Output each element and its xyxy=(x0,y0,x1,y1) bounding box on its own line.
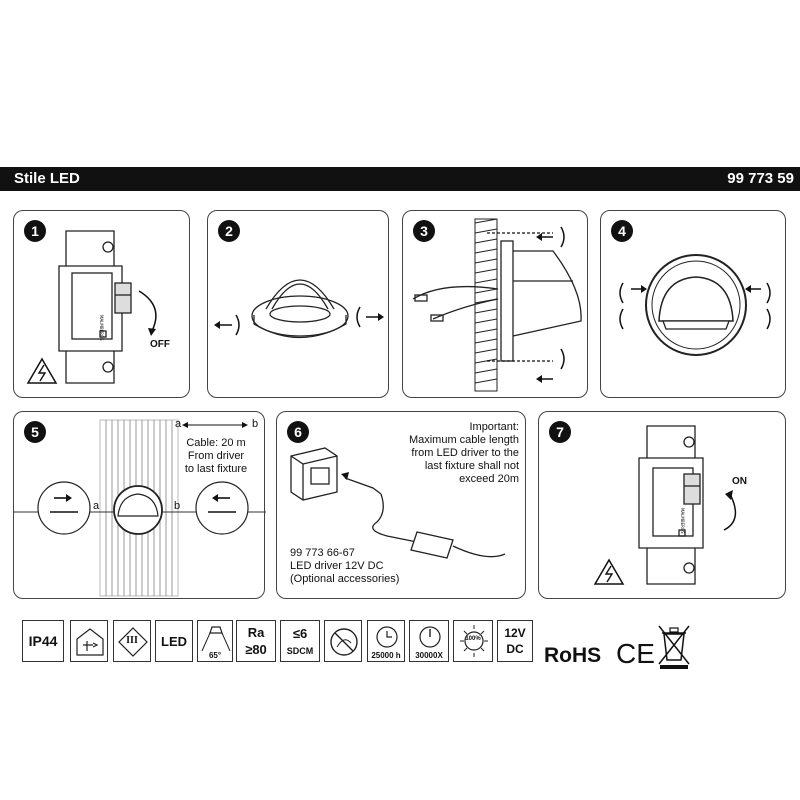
step-3-panel: 3 xyxy=(402,210,588,398)
beam-angle-icon xyxy=(201,626,231,652)
cable-length-note: Cable: 20 m From driver to last fixture xyxy=(180,437,252,476)
cable-note-line: Cable: 20 m xyxy=(186,437,246,449)
important-line: Important: xyxy=(469,421,519,433)
step-number: 6 xyxy=(287,421,309,443)
cable-note-line: From driver xyxy=(187,450,245,462)
step-number: 7 xyxy=(549,421,571,443)
lifetime-clock-icon xyxy=(376,626,398,648)
breaker-off-illustration: MALMBERGS xyxy=(26,230,157,384)
weee-bin-icon xyxy=(658,625,690,669)
color-rendering-badge: Ra ≥80 xyxy=(236,620,276,662)
switch-cycles-icon xyxy=(419,626,441,648)
step-5-panel: 5 a b a b Cable: 20 m From driver to las… xyxy=(13,411,266,599)
accessory-line: 99 773 66-67 xyxy=(290,547,355,559)
led-driver-illustration xyxy=(290,447,506,559)
lifetime-badge: 25000 h xyxy=(367,620,405,662)
beam-angle-badge: 65° xyxy=(197,620,233,662)
indoor-outdoor-badge xyxy=(70,620,108,662)
step-number: 4 xyxy=(611,220,633,242)
instant-light-icon xyxy=(460,625,488,657)
step-number: 1 xyxy=(24,220,46,242)
switch-cycles-badge: 30000X xyxy=(409,620,449,662)
step-1-panel: MALMBERGS 1 OFF xyxy=(13,210,190,398)
breaker-on-illustration: MALMBERGS xyxy=(593,425,737,585)
switch-off-label: OFF xyxy=(150,339,170,350)
step-number: 3 xyxy=(413,220,435,242)
important-note: Important: Maximum cable length from LED… xyxy=(369,421,519,486)
title-bar: Stile LED 99 773 59 xyxy=(0,167,800,191)
no-dimming-badge xyxy=(324,620,362,662)
breaker-brand: MALMBERGS xyxy=(680,508,685,534)
ip-rating-badge: IP44 xyxy=(22,620,64,662)
product-number: 99 773 59 xyxy=(727,170,794,187)
cable-connection-illustration xyxy=(14,419,266,597)
step-number: 2 xyxy=(218,220,240,242)
cable-note-line: to last fixture xyxy=(184,463,248,475)
label-a-top: a xyxy=(175,418,182,430)
class-iii-icon xyxy=(118,627,148,657)
product-title: Stile LED xyxy=(14,170,80,187)
no-dimming-icon xyxy=(330,628,358,656)
step-6-panel: 6 Important: Maximum cable length from L… xyxy=(276,411,526,599)
important-line: from LED driver to the xyxy=(411,447,519,459)
important-line: exceed 20m xyxy=(459,473,519,485)
switch-on-label: ON xyxy=(732,476,747,487)
sdcm-badge: ≤6 SDCM xyxy=(280,620,320,662)
wall-mount-illustration xyxy=(412,218,582,392)
label-b-top: b xyxy=(252,418,259,430)
step-4-panel: 4 xyxy=(600,210,786,398)
label-a-cable: a xyxy=(93,500,100,512)
class-iii-badge: III xyxy=(113,620,151,662)
accessory-line: (Optional accessories) xyxy=(290,573,400,585)
step-number: 5 xyxy=(24,421,46,443)
step-2-panel: 2 xyxy=(207,210,389,398)
led-badge: LED xyxy=(155,620,193,662)
important-line: last fixture shall not xyxy=(424,460,519,472)
fixture-attach-illustration xyxy=(619,254,771,356)
instant-light-badge: 100% xyxy=(453,620,493,662)
breaker-brand: MALMBERGS xyxy=(99,315,104,341)
rohs-mark: RoHS xyxy=(544,644,602,667)
important-line: Maximum cable length xyxy=(408,434,519,446)
label-b-cable: b xyxy=(174,500,181,512)
accessory-note: 99 773 66-67 LED driver 12V DC (Optional… xyxy=(290,547,430,586)
accessory-line: LED driver 12V DC xyxy=(290,560,384,572)
indoor-outdoor-icon xyxy=(76,628,104,656)
ce-mark: CE xyxy=(616,638,655,669)
step-7-panel: MALMBERGS 7 ON xyxy=(538,411,786,599)
fixture-remove-illustration xyxy=(214,279,384,339)
voltage-badge: 12V DC xyxy=(497,620,533,662)
